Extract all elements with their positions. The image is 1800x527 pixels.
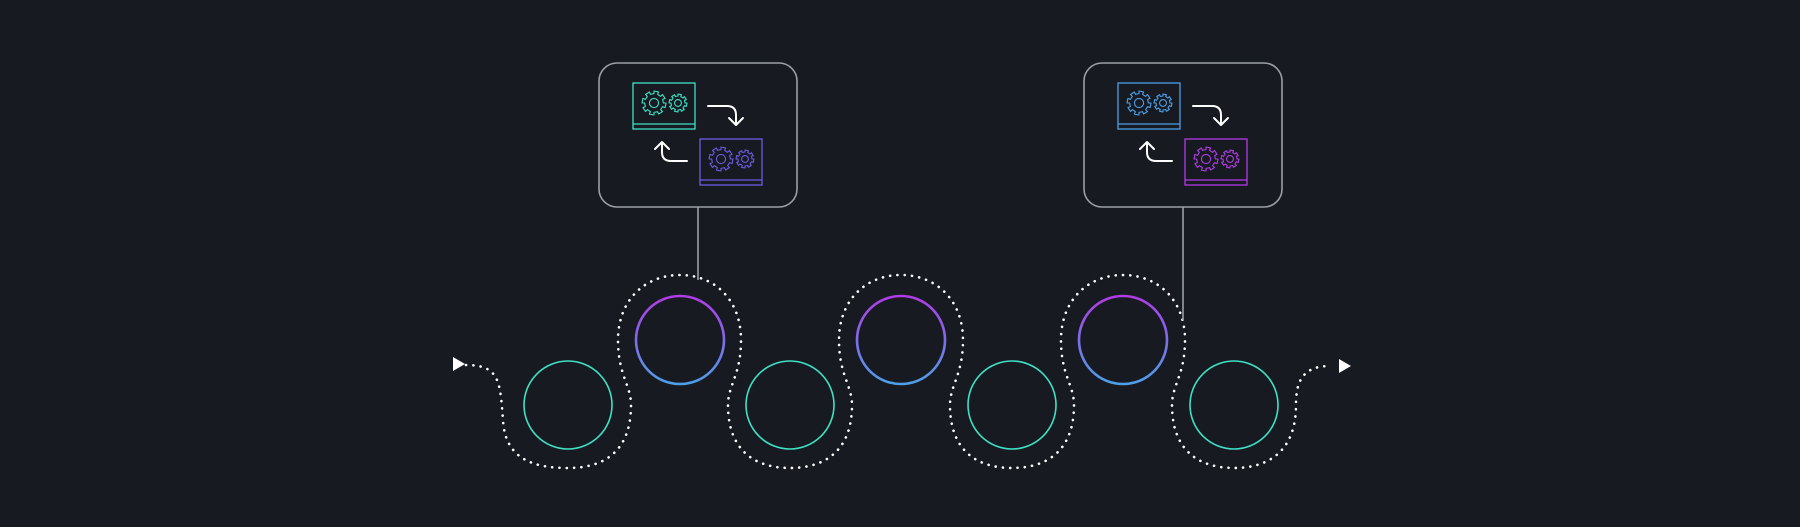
gear-icon [1193, 146, 1219, 172]
arrowhead-up-icon [654, 141, 670, 150]
node-4-gradient-ring [855, 294, 947, 386]
gear-icon [1153, 93, 1173, 113]
callout-frame [598, 62, 798, 208]
node-1-teal-ring [523, 360, 613, 450]
callouts-layer [598, 62, 1283, 208]
gear-exchange-icon [1117, 82, 1248, 186]
bottom-screen-icon [699, 138, 763, 186]
nodes-layer [523, 294, 1279, 450]
node-3-teal-ring [745, 360, 835, 450]
node-6-gradient-ring [1077, 294, 1169, 386]
arrow-right-down-icon [707, 105, 737, 125]
screen-frame [1117, 82, 1181, 130]
gear-hub-icon [1159, 99, 1167, 107]
gear-icon [708, 146, 734, 172]
gear-icon [1220, 149, 1240, 169]
gear-hub-icon [648, 97, 660, 109]
screen-frame [632, 82, 696, 130]
gear-exchange-icon [632, 82, 763, 186]
top-screen-icon [632, 82, 696, 130]
gear-icon [641, 90, 667, 116]
gear-icon [735, 149, 755, 169]
gear-icon [668, 93, 688, 113]
dotted-flow-path [464, 273, 1332, 470]
arrow-left-up-icon [1146, 142, 1173, 162]
bottom-screen-icon [1184, 138, 1248, 186]
node-7-teal-ring [1189, 360, 1279, 450]
screen-frame [699, 138, 763, 186]
top-screen-icon [1117, 82, 1181, 130]
gear-hub-icon [1133, 97, 1145, 109]
arrowhead-up-icon [1139, 141, 1155, 150]
gear-hub-icon [715, 153, 727, 165]
arrowhead-down-icon [728, 117, 744, 126]
end-arrow-icon [1339, 359, 1351, 373]
arrow-right-down-icon [1192, 105, 1222, 125]
screen-frame [1184, 138, 1248, 186]
callout-box-2 [1083, 62, 1283, 208]
callout-box-1 [598, 62, 798, 208]
gear-icon [1126, 90, 1152, 116]
arrowhead-down-icon [1213, 117, 1229, 126]
arrow-left-up-icon [661, 142, 688, 162]
node-5-teal-ring [967, 360, 1057, 450]
gear-hub-icon [674, 99, 682, 107]
node-2-gradient-ring [634, 294, 726, 386]
gear-hub-icon [1200, 153, 1212, 165]
callout-frame [1083, 62, 1283, 208]
gear-hub-icon [1226, 155, 1234, 163]
start-arrow-icon [453, 357, 465, 371]
gear-hub-icon [741, 155, 749, 163]
